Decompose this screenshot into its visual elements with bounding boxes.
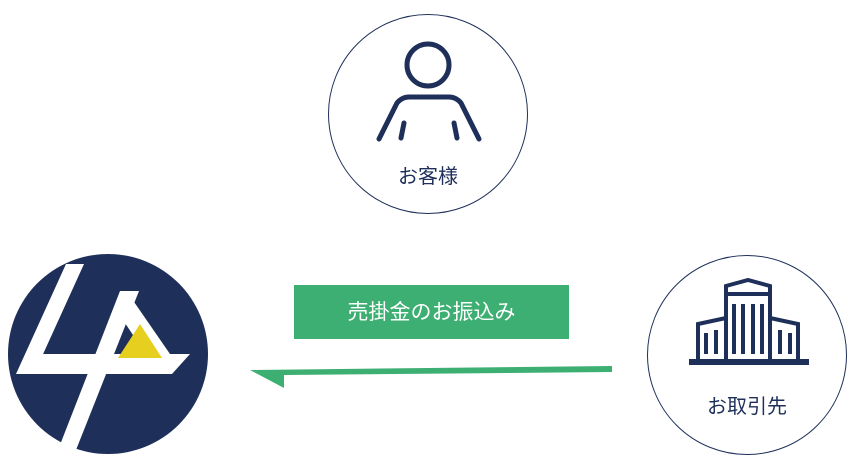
supplier-node: お取引先 [647, 255, 847, 455]
building-icon [689, 278, 809, 365]
customer-node: お客様 [328, 14, 528, 214]
payment-label: 売掛金のお振込み [294, 285, 569, 339]
supplier-label: お取引先 [707, 394, 787, 418]
payment-arrow [250, 366, 612, 388]
customer-label: お客様 [398, 164, 458, 188]
company-logo [8, 254, 208, 454]
person-icon [376, 41, 482, 142]
